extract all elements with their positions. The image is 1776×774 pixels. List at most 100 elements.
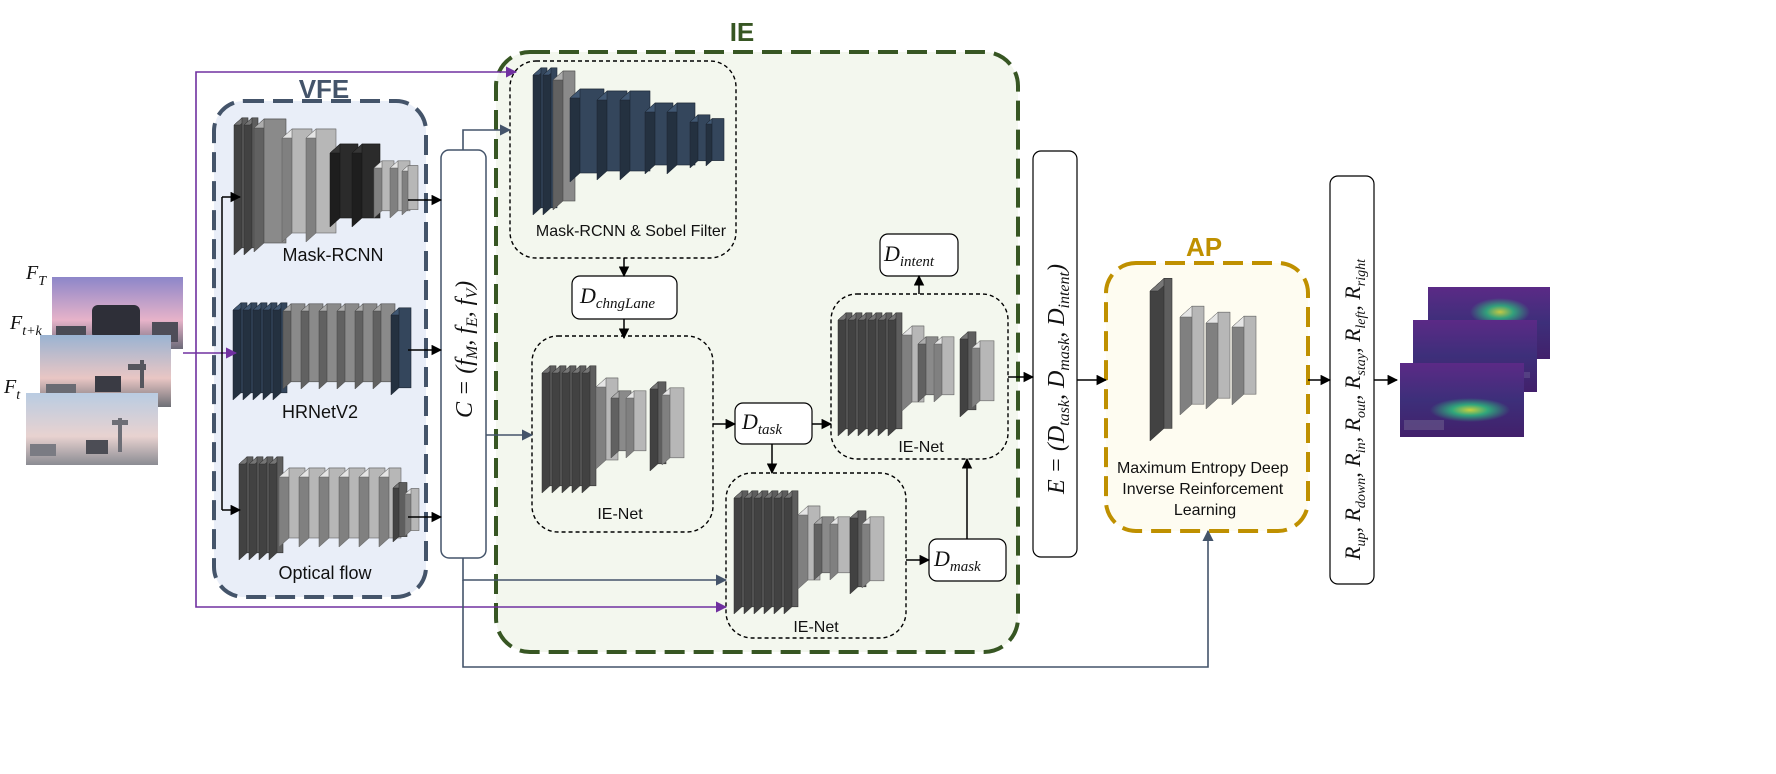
layer-side	[532, 67, 542, 216]
layer-block	[1217, 311, 1231, 399]
layer-side	[649, 381, 659, 472]
layer-block	[1163, 278, 1173, 429]
layer-side	[813, 516, 823, 581]
layer-side	[763, 490, 773, 615]
layer-block	[589, 365, 597, 487]
layer-side	[581, 365, 591, 494]
layer-side	[733, 490, 743, 615]
layer-side	[644, 102, 656, 175]
layer-side	[971, 340, 981, 409]
layer-side	[253, 118, 265, 253]
d-mask-node: Dmask	[928, 538, 1007, 582]
layer-side	[238, 456, 248, 561]
concat-formula: C = (fM, fE, fV)	[452, 281, 481, 418]
layer-side	[959, 331, 969, 418]
ap-label: Maximum Entropy Deep Inverse Reinforceme…	[1117, 460, 1293, 519]
layer-side	[252, 302, 262, 401]
layer-side	[358, 467, 370, 548]
d-intent-node: Dintent	[879, 233, 959, 277]
layer-block	[633, 390, 647, 452]
layer-side	[625, 390, 635, 459]
layer-side	[300, 303, 310, 390]
layer-block	[398, 307, 412, 389]
layer-side	[278, 467, 290, 548]
layer-block	[407, 165, 419, 210]
ap-group-title: AP	[1186, 232, 1222, 262]
mask-rcnn-sobel-network-icon	[532, 67, 725, 216]
layer-block	[791, 490, 799, 608]
layer-side	[248, 456, 258, 561]
layer-side	[268, 456, 278, 561]
d-chnglane-node: DchngLane	[571, 275, 678, 320]
layer-block	[410, 488, 420, 531]
purple-arrow-to-ienet-2	[195, 353, 728, 613]
layer-block	[669, 387, 685, 459]
reward-maps	[1400, 287, 1550, 437]
mask-rcnn-network-icon	[233, 117, 419, 256]
svg-text:Dtask: Dtask	[741, 409, 782, 438]
layer-side	[305, 128, 317, 243]
svg-text:Dintent: Dintent	[883, 241, 935, 270]
layer-side	[243, 117, 253, 256]
ienet-2-network-icon	[733, 490, 885, 615]
ienet-3-box	[830, 293, 1009, 460]
layer-side	[378, 467, 390, 548]
layer-side	[849, 510, 859, 595]
layer-side	[753, 490, 763, 615]
ap-network-icon	[1149, 277, 1257, 442]
layer-side	[404, 488, 412, 537]
input-frames: FT Ft+k Ft	[3, 262, 183, 465]
layer-side	[551, 365, 561, 494]
layer-side	[318, 467, 330, 548]
mask-sobel-box	[509, 60, 737, 259]
layer-side	[542, 67, 552, 216]
reward-map-front	[1400, 363, 1524, 437]
layer-side	[689, 114, 699, 169]
layer-side	[1231, 315, 1245, 406]
layer-side	[596, 90, 608, 181]
layer-side	[401, 165, 409, 216]
layer-block	[1191, 305, 1205, 405]
layer-side	[571, 365, 581, 494]
layer-side	[272, 302, 282, 401]
svg-text:DchngLane: DchngLane	[579, 283, 655, 312]
layer-side	[1149, 277, 1165, 442]
mask-sobel-label: Mask-RCNN & Sobel Filter	[536, 223, 727, 240]
layer-block	[837, 516, 851, 574]
layer-side	[783, 490, 793, 615]
frame-label-f-T: FT	[25, 262, 47, 289]
layer-side	[1205, 311, 1219, 410]
slate-arrow-concat-to-mask-sobel	[462, 124, 512, 150]
ie-group-title: IE	[730, 17, 755, 47]
layer-side	[861, 516, 871, 589]
layer-side	[298, 467, 310, 548]
layer-block	[979, 340, 995, 402]
layer-side	[595, 377, 607, 470]
layer-side	[829, 516, 839, 581]
frame-label-f-t: Ft	[3, 376, 21, 403]
layer-side	[1179, 305, 1193, 416]
layer-side	[569, 88, 581, 183]
frame-label-f-tk: Ft+k	[9, 312, 43, 339]
layer-side	[262, 302, 272, 401]
layer-side	[797, 505, 809, 590]
embedding-box	[1032, 150, 1078, 558]
layer-side	[743, 490, 753, 615]
layer-side	[837, 312, 847, 437]
layer-side	[232, 302, 242, 401]
layer-side	[338, 467, 350, 548]
ienet-2-box	[725, 472, 907, 639]
layer-side	[933, 336, 943, 403]
layer-block	[941, 336, 955, 396]
frame-f-t-image	[26, 393, 158, 465]
layer-side	[917, 336, 927, 403]
layer-side	[705, 118, 713, 167]
connectors	[183, 66, 1399, 668]
layer-side	[666, 102, 678, 175]
layer-side	[610, 390, 620, 459]
layer-side	[901, 325, 913, 412]
layer-side	[857, 312, 867, 437]
layer-block	[711, 118, 725, 161]
ienet-1-network-icon	[541, 365, 685, 494]
